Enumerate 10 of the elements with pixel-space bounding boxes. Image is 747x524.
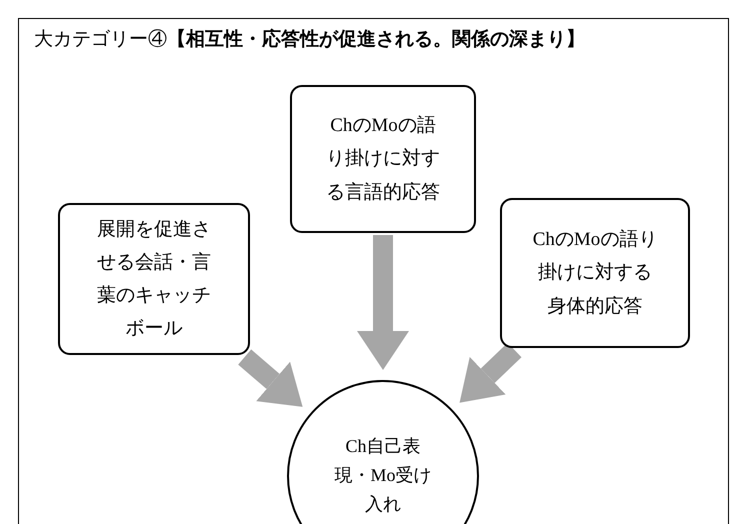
- node-text: 展開を促進させる会話・言葉のキャッチボール: [96, 218, 212, 342]
- node-text: ChのMoの語り掛けに対する身体的応答: [532, 228, 658, 319]
- node-text: Ch自己表現・Mo受け入れ: [333, 435, 432, 516]
- rounded-box: [58, 203, 250, 355]
- diagram-title: 大カテゴリー④【相互性・応答性が促進される。関係の深まり】: [34, 28, 585, 52]
- rounded-box: [290, 85, 476, 233]
- block-arrow: [238, 349, 303, 407]
- rounded-box: [500, 198, 690, 348]
- node-text: ChのMoの語り掛けに対する言語的応答: [325, 114, 441, 205]
- block-arrow: [357, 235, 409, 370]
